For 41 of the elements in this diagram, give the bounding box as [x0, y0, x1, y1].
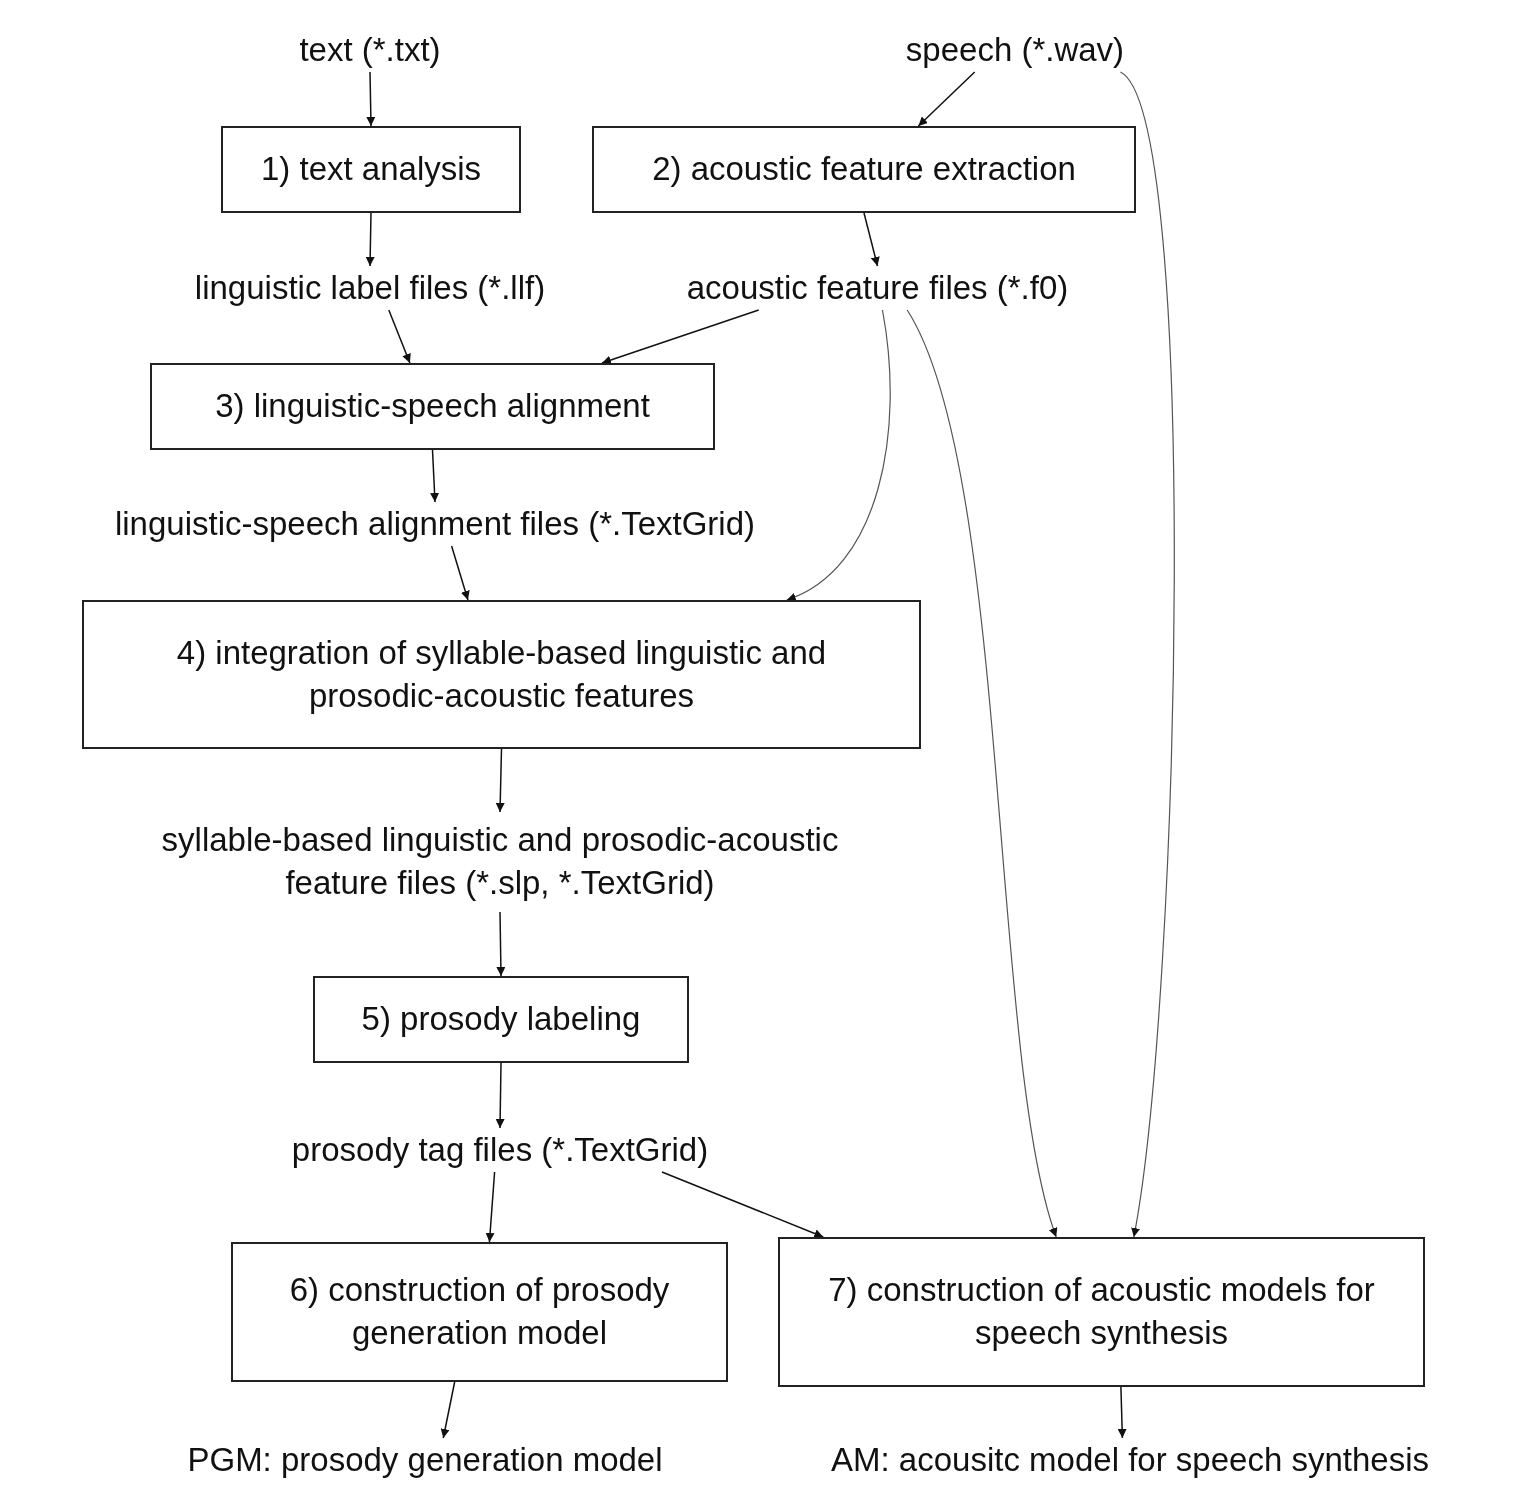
file-label: linguistic-speech alignment files (*.TextGrid) [20, 502, 850, 546]
arrow [661, 1171, 825, 1238]
arrow [906, 309, 1059, 1238]
arrow [786, 309, 891, 601]
arrow [495, 1062, 505, 1129]
process-label: 1) text analysis [260, 149, 482, 190]
process-box [231, 1242, 728, 1382]
process-box [778, 1237, 1425, 1387]
file-label: text (*.txt) [270, 28, 470, 72]
file-label: linguistic label files (*.llf) [135, 266, 605, 310]
arrow [430, 449, 440, 503]
process-label: 6) construction of prosody generation model [288, 1270, 671, 1353]
arrow [365, 212, 375, 267]
process-label: 5) prosody labeling [361, 999, 641, 1040]
arrow [366, 71, 376, 127]
arrow [863, 212, 880, 267]
process-label: 3) linguistic-speech alignment [215, 386, 650, 427]
process-label: 4) integration of syllable-based linguistic and prosodic-acoustic features [175, 632, 828, 716]
file-label: acoustic feature files (*.f0) [630, 266, 1125, 310]
process-box [313, 976, 689, 1063]
file-label: PGM: prosody generation model [120, 1438, 730, 1482]
process-box [592, 126, 1136, 213]
arrow [601, 309, 760, 365]
file-label: AM: acousitc model for speech synthesis [750, 1438, 1510, 1482]
arrow [495, 748, 505, 813]
process-box [221, 126, 521, 213]
process-box [150, 363, 715, 450]
file-label: speech (*.wav) [860, 28, 1170, 72]
file-label: syllable-based linguistic and prosodic-acoustic feature files (*.slp, *.TextGrid) [110, 812, 890, 912]
process-label: 2) acoustic feature extraction [652, 149, 1076, 190]
file-label: prosody tag files (*.TextGrid) [230, 1128, 770, 1172]
arrow [1117, 1386, 1127, 1439]
arrow [450, 545, 470, 601]
arrow [440, 1381, 456, 1439]
process-label: 7) construction of acoustic models for speech synthesis [827, 1270, 1376, 1353]
arrow [917, 71, 976, 127]
process-box [82, 600, 921, 749]
arrow [388, 309, 411, 364]
arrow [485, 1171, 496, 1243]
arrow [1119, 71, 1175, 1238]
arrow [496, 911, 506, 977]
